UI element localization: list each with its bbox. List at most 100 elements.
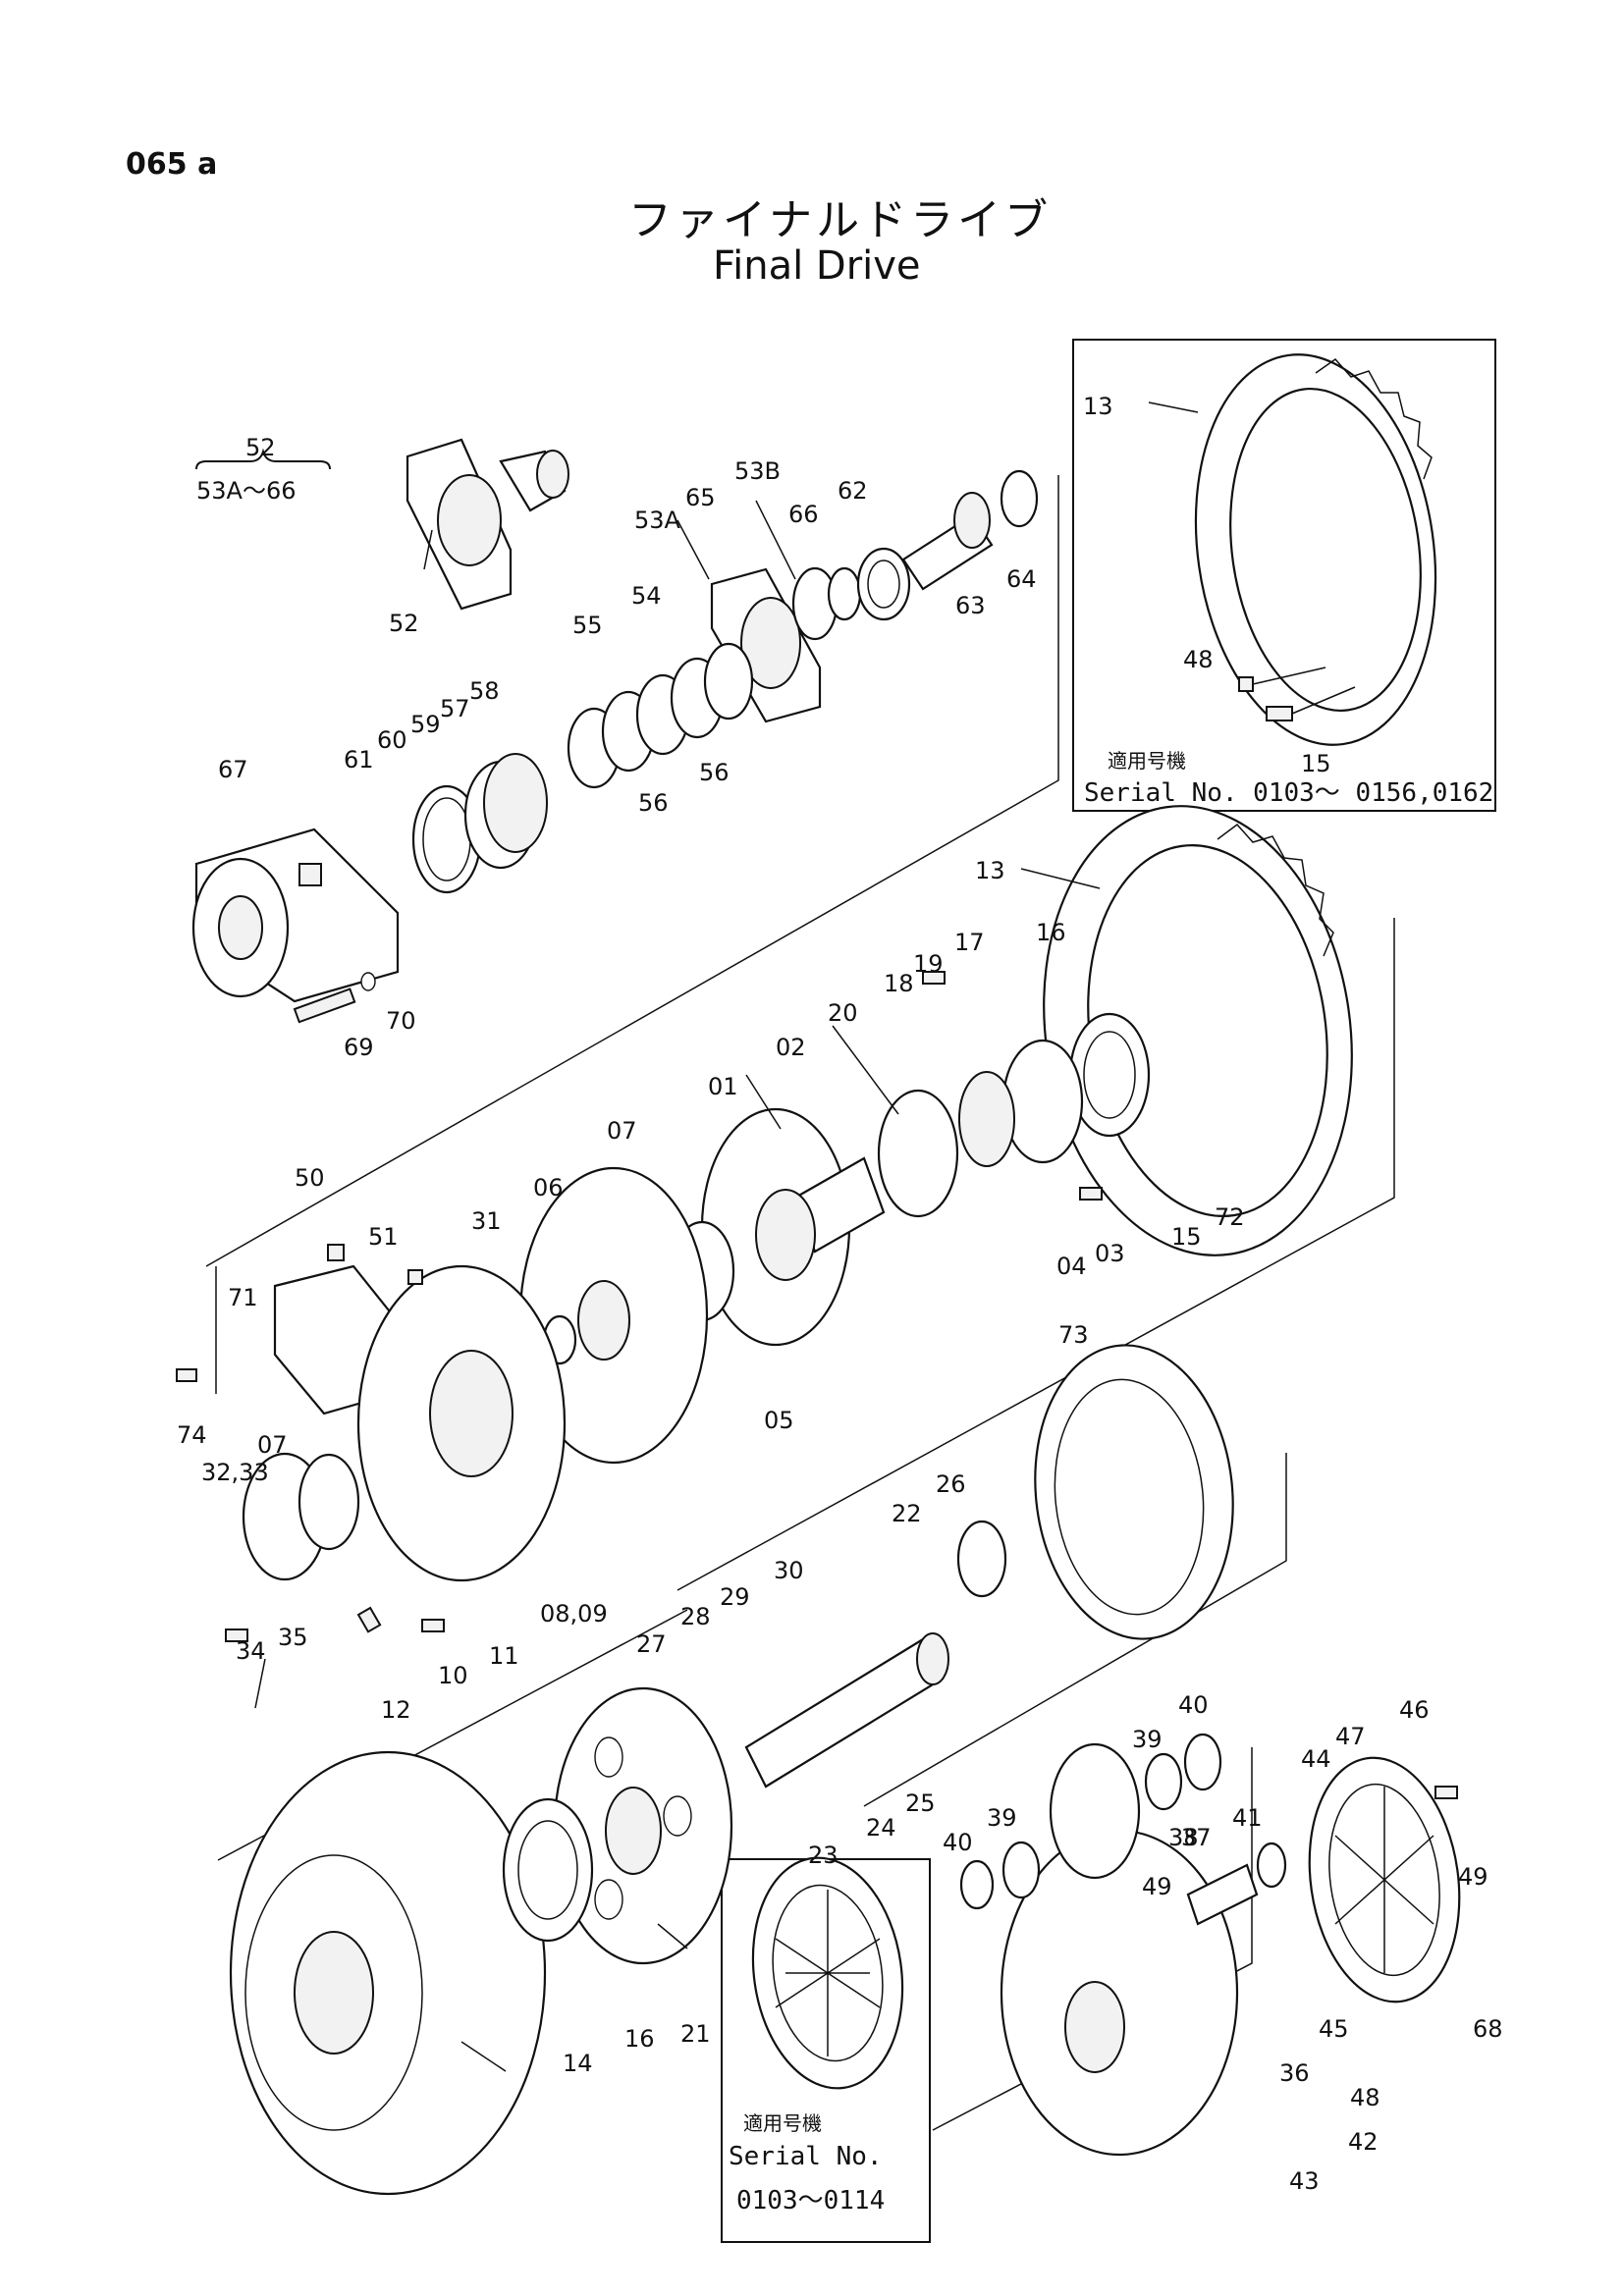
ring-22	[956, 1520, 1007, 1598]
sprocket-13	[1043, 805, 1353, 1256]
part-label: 27	[636, 1630, 667, 1658]
part-label: 41	[1232, 1804, 1263, 1832]
ring-gear-outer	[1034, 1344, 1234, 1640]
housing-bore	[429, 1350, 514, 1477]
leader	[1148, 401, 1199, 413]
part-label: 25	[905, 1789, 936, 1817]
inset-top-serial: Serial No. 0103～ 0156,0162	[1084, 778, 1493, 808]
carrier-21	[553, 1686, 733, 1965]
part-label: 57	[440, 695, 470, 722]
shaft-30-spline	[916, 1632, 949, 1685]
part-label: 55	[572, 612, 603, 639]
gear-38	[1049, 1742, 1141, 1880]
bolt-03	[1079, 1187, 1103, 1201]
ring-gear-26	[956, 1344, 1234, 1640]
hub-14	[229, 1750, 594, 2196]
part-label: 45	[1319, 2015, 1349, 2043]
part-label: 56	[638, 789, 669, 817]
carrier-hole-2	[663, 1795, 692, 1837]
part-label: 01	[708, 1073, 738, 1100]
shaft-30	[744, 1632, 949, 1789]
flange-bore	[437, 474, 502, 566]
part-callouts: 52 53A 53B 65 66 62 64 63 54 55 56 56 58…	[177, 393, 1503, 2195]
gear-06-hub	[577, 1280, 630, 1361]
cover-32-33	[225, 1452, 445, 1642]
shaft-gear	[953, 492, 991, 549]
title-japanese: ファイナルドライブ	[628, 195, 1053, 245]
motor-port	[298, 863, 322, 886]
part-label: 04	[1056, 1253, 1087, 1280]
part-label: 16	[1036, 919, 1066, 946]
part-label: 34	[236, 1637, 266, 1665]
part-label: 10	[438, 1662, 468, 1689]
bearing-16-inner	[1083, 1031, 1136, 1119]
part-label: 69	[344, 1034, 374, 1061]
disc-5	[703, 642, 754, 721]
pin-12	[356, 1606, 382, 1633]
part-label: 32,33	[201, 1459, 269, 1486]
leader	[254, 1658, 266, 1709]
leaders	[254, 401, 1199, 2072]
part-label: 35	[278, 1624, 308, 1651]
sprocket-teeth	[1217, 823, 1334, 957]
part-label: 12	[381, 1696, 411, 1724]
piston-57-61	[411, 753, 548, 894]
bolt-46	[1434, 1786, 1458, 1799]
motor-flange-52	[406, 438, 569, 611]
seals-62-66	[827, 469, 1039, 621]
leader	[1291, 686, 1356, 715]
part-label: 22	[892, 1500, 922, 1527]
part-label: 19	[913, 950, 944, 978]
cover-44-spokes	[1334, 1787, 1434, 1973]
part-label: 07	[607, 1117, 637, 1145]
part-label: 40	[1178, 1691, 1209, 1719]
leader	[745, 1074, 782, 1130]
leader	[676, 519, 710, 580]
part-label: 15	[1171, 1223, 1202, 1251]
housing-bore	[740, 597, 801, 689]
title-english: Final Drive	[713, 243, 921, 289]
part-label: 06	[533, 1174, 564, 1201]
plate-02	[877, 1089, 959, 1218]
part-label: 44	[1301, 1745, 1331, 1773]
bearings-16-20	[877, 971, 1151, 1218]
plug-51	[407, 1269, 423, 1285]
bearing-62-inner	[867, 560, 900, 609]
gear-06-07	[518, 1166, 735, 1465]
page-id: 065 a	[126, 147, 218, 182]
bolt-10	[421, 1619, 445, 1632]
hub-outer	[229, 1750, 547, 2196]
part-label: 66	[788, 501, 819, 528]
sprocket-teeth-top	[1315, 358, 1433, 480]
guide-middle-right	[676, 918, 1395, 1591]
part-label: 67	[218, 756, 248, 783]
cover-44	[1308, 1756, 1461, 2003]
part-label: 39	[987, 1804, 1017, 1832]
part-label: 05	[764, 1407, 794, 1434]
motor-67	[191, 828, 400, 1024]
guide-lower-right	[863, 1453, 1287, 1807]
washer-40a	[1183, 1733, 1222, 1791]
sprocket-inner-top	[1229, 387, 1422, 713]
leader	[755, 500, 796, 580]
part-label: 42	[1348, 2128, 1379, 2156]
bearing-64	[1000, 469, 1039, 528]
part-label: 07	[257, 1431, 288, 1459]
washer-70	[360, 972, 376, 991]
part-label: 43	[1289, 2167, 1320, 2195]
part-label: 20	[828, 999, 858, 1027]
pin-37	[1186, 1863, 1259, 1926]
guide-upper	[205, 475, 1059, 1267]
shaft-63	[901, 492, 994, 591]
part-label: 15	[1301, 750, 1331, 777]
part-label: 72	[1215, 1203, 1245, 1231]
housing-53A	[710, 566, 839, 723]
part-label: 14	[563, 2050, 593, 2077]
cover-inner	[772, 1884, 884, 2062]
inset-top-jp-label: 適用号機	[1108, 749, 1186, 773]
part-label: 40	[943, 1829, 973, 1856]
bolt-34	[225, 1629, 248, 1642]
leader	[423, 529, 433, 570]
part-label: 49	[1142, 1873, 1172, 1900]
